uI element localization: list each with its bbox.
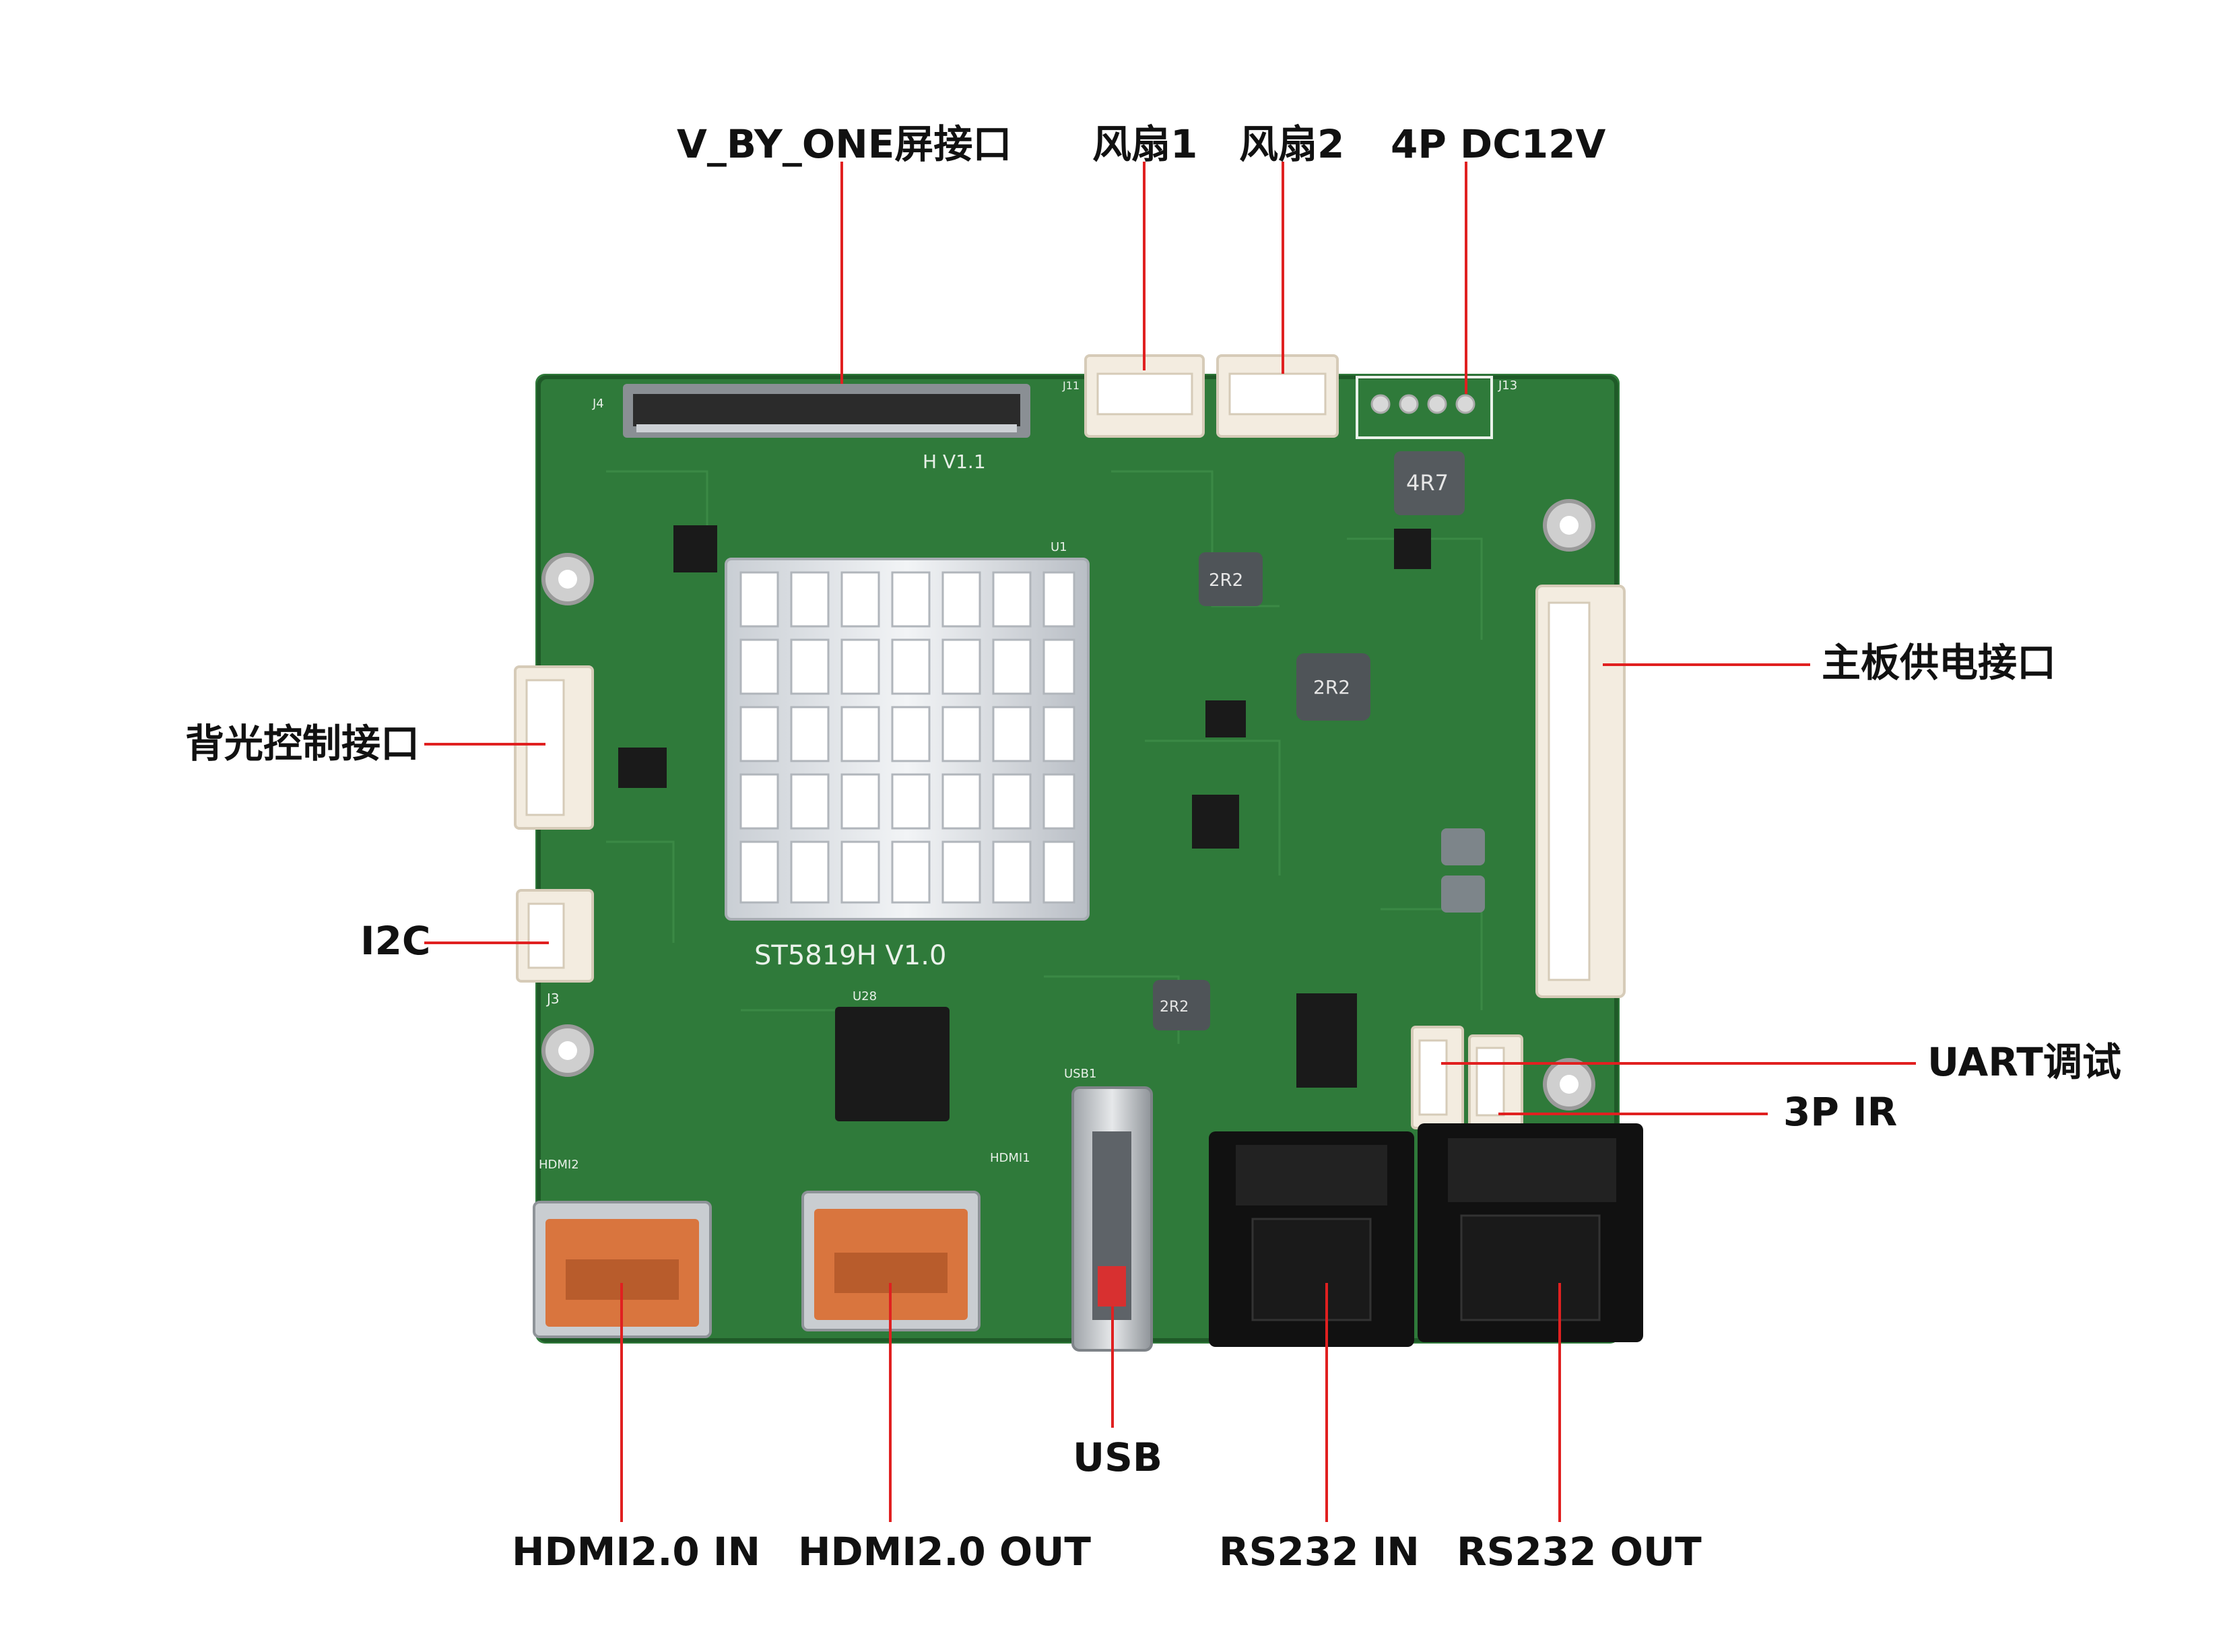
dc12v-connector [1356, 376, 1493, 439]
backlight-connector [514, 665, 594, 830]
label-ir: 3P IR [1783, 1089, 1898, 1135]
heatsink [725, 558, 1090, 921]
hdmi-out-connector [801, 1191, 981, 1331]
chip-u3 [1192, 795, 1239, 849]
fan2-connector [1216, 354, 1339, 438]
label-vbyone: V_BY_ONE屏接口 [677, 121, 1012, 167]
label-hdmi-out: HDMI2.0 OUT [798, 1529, 1091, 1575]
label-rs232-out: RS232 OUT [1457, 1529, 1702, 1575]
main-power-connector [1535, 585, 1626, 998]
leader-mainpower [1603, 663, 1810, 666]
j11-label: J11 [1062, 379, 1080, 392]
chip-u13 [1296, 993, 1357, 1088]
leader-rs232-in [1325, 1283, 1328, 1522]
leader-i2c [424, 941, 549, 944]
leader-uart [1441, 1062, 1916, 1065]
leader-fan2 [1282, 162, 1284, 374]
inductor-2r2-c [1153, 980, 1210, 1030]
label-backlight: 背光控制接口 [185, 721, 420, 766]
label-dc12v: 4P DC12V [1391, 121, 1606, 167]
leader-usb [1111, 1307, 1114, 1428]
chip-q6 [1205, 700, 1246, 737]
inductor-4r7 [1394, 451, 1465, 515]
rs232-out-connector [1418, 1123, 1643, 1342]
chip-u15 [1394, 529, 1431, 569]
fan1-connector [1084, 354, 1205, 438]
leader-ir [1498, 1113, 1768, 1115]
label-hdmi-in: HDMI2.0 IN [512, 1529, 761, 1575]
leader-backlight [424, 743, 545, 746]
inductor-2r2-c-label: 2R2 [1160, 999, 1189, 1016]
hdmi-in-connector [533, 1201, 712, 1338]
hdmi1-label: HDMI1 [990, 1151, 1030, 1165]
usb-connector [1071, 1086, 1153, 1352]
leader-vbyone [840, 162, 843, 384]
inductor-2r2-b-label: 2R2 [1313, 676, 1350, 698]
hdmi2-label: HDMI2 [539, 1158, 579, 1172]
inductor-2r2-a [1199, 552, 1263, 606]
ir-connector [1468, 1034, 1523, 1130]
j4-label: J4 [592, 397, 604, 411]
j13-label: J13 [1498, 378, 1517, 393]
leader-fan1 [1143, 162, 1146, 370]
u28-label: U28 [853, 989, 877, 1003]
uart-connector [1411, 1026, 1464, 1129]
label-usb: USB [1073, 1434, 1163, 1480]
cap-block-a [1441, 828, 1485, 865]
rev-label: H V1.1 [923, 451, 986, 473]
label-fan2: 风扇2 [1239, 121, 1345, 167]
label-mainpower: 主板供电接口 [1822, 640, 2057, 686]
chip-u4 [618, 748, 667, 788]
j3-label: J3 [545, 991, 560, 1007]
leader-hdmi-in [620, 1283, 623, 1522]
leader-hdmi-out [889, 1283, 892, 1522]
u1-label: U1 [1051, 540, 1067, 554]
label-i2c: I2C [360, 918, 431, 964]
i2c-connector [516, 889, 594, 983]
label-uart: UART调试 [1927, 1039, 2121, 1085]
rs232-in-connector [1209, 1131, 1414, 1347]
main-soc-chip [835, 1007, 950, 1121]
cap-block-b [1441, 875, 1485, 913]
chip-u12 [673, 525, 717, 572]
leader-rs232-out [1558, 1283, 1561, 1522]
vbyone-connector [623, 384, 1030, 438]
model-label: ST5819H V1.0 [754, 940, 946, 971]
usb1-label: USB1 [1064, 1067, 1096, 1081]
label-rs232-in: RS232 IN [1219, 1529, 1420, 1575]
leader-dc12v [1465, 162, 1467, 394]
label-fan1: 风扇1 [1092, 121, 1198, 167]
mounting-holes [541, 499, 1595, 1111]
inductor-2r2-a-label: 2R2 [1209, 570, 1243, 591]
inductor-4r7-label: 4R7 [1406, 470, 1449, 496]
inductor-2r2-b [1296, 653, 1370, 721]
